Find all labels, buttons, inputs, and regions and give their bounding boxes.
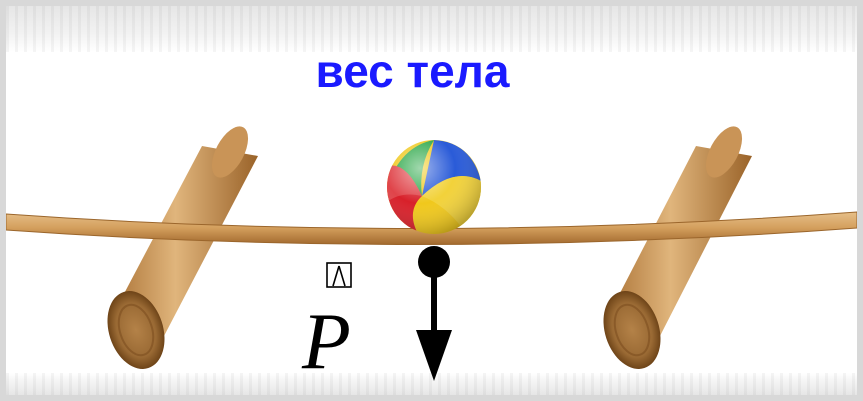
beach-ball-icon	[387, 140, 481, 234]
weight-symbol: P	[302, 298, 351, 386]
bent-board	[6, 211, 857, 245]
scene-illustration	[6, 126, 857, 381]
vector-arrow-icon	[326, 262, 352, 288]
left-log	[107, 126, 258, 369]
right-log	[603, 126, 752, 369]
top-texture-band	[6, 6, 857, 52]
page-title: вес тела	[315, 45, 510, 97]
weight-force-arrow	[416, 246, 452, 381]
bottom-texture-band	[6, 373, 857, 395]
